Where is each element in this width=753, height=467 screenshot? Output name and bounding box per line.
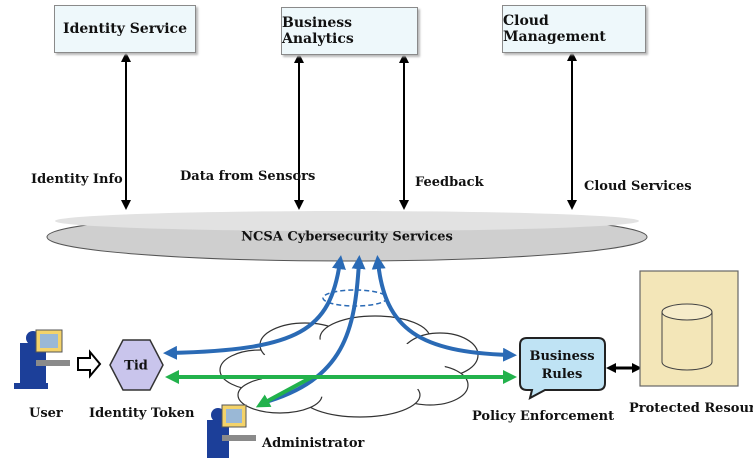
- business-rules-line-2: Rules: [542, 367, 583, 382]
- business-rules-line-1: Business: [529, 349, 594, 364]
- administrator-computer-icon: [207, 404, 256, 458]
- identity-info-label: Identity Info: [31, 172, 123, 187]
- protected-resources-label: Protected Resources: [629, 401, 753, 416]
- blue-flow-rules: [371, 255, 517, 362]
- ncsa-platform: NCSA Cybersecurity Services: [46, 211, 648, 262]
- business-rules-box: Business Rules: [519, 337, 606, 400]
- blue-flow-token: [163, 255, 346, 360]
- data-from-sensors-label: Data from Sensors: [180, 169, 316, 184]
- business-analytics-box: Business Analytics: [281, 7, 418, 55]
- blue-flow-admin: [261, 255, 366, 405]
- cloud-management-box: Cloud Management: [502, 5, 646, 53]
- administrator-label: Administrator: [262, 436, 365, 451]
- policy-enforcement-label: Policy Enforcement: [472, 409, 615, 424]
- identity-token-badge: Tid: [109, 339, 164, 391]
- cloud-management-label: Cloud Management: [503, 13, 606, 45]
- user-to-token-arrow: [77, 349, 102, 379]
- user-computer-icon: [14, 329, 70, 389]
- identity-service-label: Identity Service: [63, 21, 187, 37]
- green-flow-admin: [255, 375, 313, 408]
- platform-label: NCSA Cybersecurity Services: [241, 230, 453, 245]
- token-text: Tid: [124, 359, 148, 374]
- cloud-services-label: Cloud Services: [584, 179, 692, 194]
- identity-token-label: Identity Token: [89, 406, 195, 421]
- feedback-label: Feedback: [415, 175, 484, 190]
- business-analytics-label: Business Analytics: [282, 15, 354, 47]
- protected-resources-panel: [639, 270, 739, 387]
- user-label: User: [29, 406, 63, 421]
- identity-service-box: Identity Service: [54, 5, 196, 53]
